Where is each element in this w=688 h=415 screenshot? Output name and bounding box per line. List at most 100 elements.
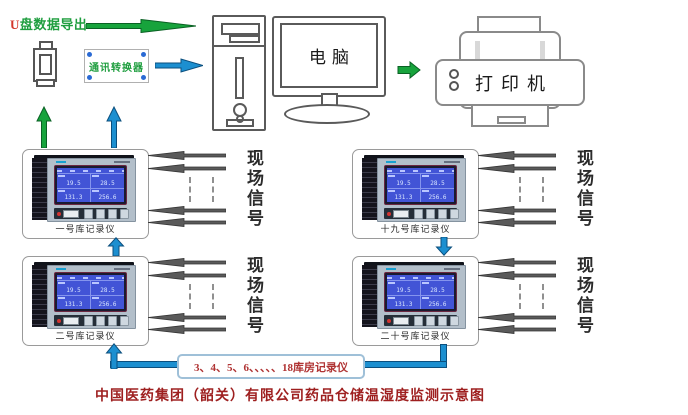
bus-label: 3、4、5、6、、、、、18库房记录仪: [177, 354, 365, 379]
recorder-device: 19.5 28.5 131.3 256.6: [32, 262, 136, 329]
field-signal-arrow: [478, 206, 556, 215]
tower-drive-slot: [221, 23, 260, 35]
tower-divider: [214, 45, 264, 47]
field-signal-arrow: [148, 164, 226, 173]
device-buttons: [54, 315, 129, 326]
recorder-label: 二号库记录仪: [55, 331, 116, 341]
device-button: [426, 208, 435, 219]
field-signal-arrow: [478, 271, 556, 280]
device-brand-mark: [56, 268, 66, 270]
field-signal-label: 现场信号: [244, 149, 263, 229]
monitor-screen: 电脑: [280, 23, 378, 88]
recorder-lcd: 19.5 28.5 131.3 256.6: [387, 275, 454, 309]
signal-ellipsis-dashes: [189, 177, 191, 202]
field-signal-arrow: [148, 325, 226, 334]
signal-ellipsis-dashes: [212, 284, 214, 309]
field-signal-arrow: [148, 206, 226, 215]
device-mini-display: [393, 316, 409, 325]
device-button: [438, 315, 447, 326]
device-top-edge: [34, 155, 134, 159]
signal-ellipsis-dashes: [519, 177, 521, 202]
lcd-value: 28.5: [91, 174, 124, 188]
device-led: [57, 318, 61, 323]
converter-corner-dot: [87, 75, 92, 80]
field-signal-label: 现场信号: [574, 149, 593, 229]
lcd-value: 19.5: [57, 174, 90, 188]
recorder-device: 19.5 28.5 131.3 256.6: [362, 262, 466, 329]
lcd-status-bar: [387, 275, 454, 280]
device-button: [450, 208, 459, 219]
device-model-mark: [444, 268, 460, 270]
field-signal-arrow: [478, 258, 556, 267]
field-signal-arrow: [148, 151, 226, 160]
printer-tray-slot: [497, 116, 526, 124]
device-button: [120, 315, 129, 326]
device-side-fins: [362, 265, 377, 327]
device-button: [84, 315, 93, 326]
device-lcd-bezel: 19.5 28.5 131.3 256.6: [54, 272, 127, 312]
field-signal-group: 现场信号: [148, 256, 268, 344]
device-brand-mark: [386, 268, 396, 270]
printer-front-band: 打印机: [435, 59, 585, 106]
device-button: [108, 208, 117, 219]
usb-window: [39, 54, 52, 75]
device-side-fins: [32, 265, 47, 327]
field-signal-label: 现场信号: [244, 256, 263, 336]
usb-cap: [36, 79, 55, 87]
recorder-label: 二十号库记录仪: [380, 331, 451, 341]
field-signal-label: 现场信号: [574, 256, 593, 336]
inter-recorder-arrow-down: [435, 237, 453, 256]
converter-corner-dot: [141, 75, 146, 80]
lcd-value: 131.3: [387, 295, 420, 309]
recorder-box-1: 19.5 28.5 131.3 256.6 一号库记录仪: [22, 149, 149, 239]
usb-drive-icon: [33, 41, 57, 87]
field-signal-arrow: [478, 313, 556, 322]
device-button: [96, 208, 105, 219]
device-button: [84, 208, 93, 219]
inter-recorder-arrow-up: [107, 237, 125, 256]
device-model-mark: [444, 161, 460, 163]
monitor: 电脑: [272, 16, 386, 97]
device-top-edge: [34, 262, 134, 266]
device-front-panel: 19.5 28.5 131.3 256.6: [377, 265, 466, 329]
device-mini-display: [63, 209, 79, 218]
lcd-value: 28.5: [421, 174, 454, 188]
device-button: [120, 208, 129, 219]
device-button: [108, 315, 117, 326]
field-signal-group: 现场信号: [478, 256, 598, 344]
lcd-value: 131.3: [57, 188, 90, 202]
recorder-label: 十九号库记录仪: [380, 224, 451, 234]
printer-indicator: [449, 69, 459, 79]
usb-export-label: U盘数据导出: [10, 17, 88, 32]
device-mini-display: [63, 316, 79, 325]
diagram-caption: 中国医药集团（韶关）有限公司药品仓储温湿度监测示意图: [95, 389, 485, 404]
converter-label: 通讯转换器: [89, 62, 144, 74]
tower-base-slot: [226, 119, 254, 127]
recorder-lcd: 19.5 28.5 131.3 256.6: [57, 275, 124, 309]
device-side-fins: [32, 158, 47, 220]
recorder-box-19: 19.5 28.5 131.3 256.6 十九号库记录仪: [352, 149, 479, 239]
device-lcd-bezel: 19.5 28.5 131.3 256.6: [384, 165, 457, 205]
lcd-status-bar: [387, 168, 454, 173]
device-brand-mark: [56, 161, 66, 163]
printer-paper-guide: [475, 41, 480, 63]
lcd-value: 256.6: [91, 188, 124, 202]
converter-corner-dot: [141, 52, 146, 57]
device-model-mark: [114, 161, 130, 163]
recorder-device: 19.5 28.5 131.3 256.6: [362, 155, 466, 222]
recorder-box-20: 19.5 28.5 131.3 256.6 二十号库记录仪: [352, 256, 479, 346]
converter-corner-dot: [87, 52, 92, 57]
device-top-edge: [364, 155, 464, 159]
lcd-value: 131.3: [387, 188, 420, 202]
device-lcd-bezel: 19.5 28.5 131.3 256.6: [384, 272, 457, 312]
recorder-device: 19.5 28.5 131.3 256.6: [32, 155, 136, 222]
field-signal-group: 现场信号: [148, 149, 268, 237]
device-button: [426, 315, 435, 326]
pc-to-printer-arrow: [397, 61, 421, 79]
device-top-edge: [364, 262, 464, 266]
lcd-value: 19.5: [387, 174, 420, 188]
device-led: [387, 318, 391, 323]
signal-ellipsis-dashes: [212, 177, 214, 202]
lcd-value: 19.5: [57, 281, 90, 295]
